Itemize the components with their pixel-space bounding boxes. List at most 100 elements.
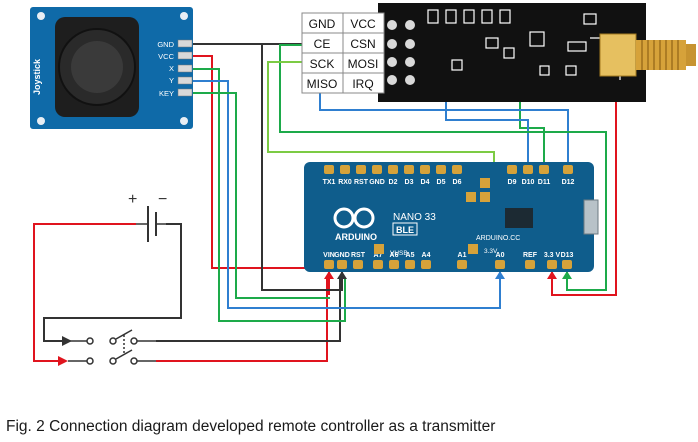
top-pin-label: RX0 xyxy=(338,179,352,186)
wire-battery-red xyxy=(33,223,136,362)
joystick-pin-labels: GND VCC X Y KEY xyxy=(157,40,174,98)
arrow-switch-black xyxy=(62,336,72,346)
nrf24l01-module xyxy=(378,3,696,102)
bottom-pin-pad xyxy=(353,260,363,269)
joystick-pin-key: KEY xyxy=(159,89,174,98)
wire-switch-red xyxy=(156,279,328,362)
bottom-pin-label: REF xyxy=(523,252,538,259)
top-pin-label: D5 xyxy=(437,179,446,186)
wire-ce-green xyxy=(279,44,607,291)
led-pad xyxy=(480,178,490,188)
nrf-table-cell: VCC xyxy=(350,17,376,31)
arduino-variant-box xyxy=(392,222,418,236)
top-pin-label: D11 xyxy=(538,179,551,186)
top-pin-pad xyxy=(523,165,533,174)
wire-battery-black xyxy=(43,223,182,342)
bottom-pin-pad xyxy=(373,260,383,269)
arduino-logo-icon xyxy=(333,207,375,229)
top-pin-pad xyxy=(539,165,549,174)
top-pin-label: RST xyxy=(354,179,369,186)
top-pin-pad xyxy=(507,165,517,174)
arrow-a0 xyxy=(495,271,505,279)
battery-symbol: + − xyxy=(128,191,167,242)
joystick-pin-vcc: VCC xyxy=(158,52,174,61)
joystick-mount-hole xyxy=(180,117,188,125)
top-pin-pad xyxy=(388,165,398,174)
top-pin-label: D12 xyxy=(562,179,575,186)
arduino-3v3: 3.3V xyxy=(484,248,498,255)
top-pin-pad xyxy=(404,165,414,174)
nrf-table-cell: CSN xyxy=(350,37,375,51)
arduino-variant: BLE xyxy=(396,225,414,235)
nrf-table-cell: GND xyxy=(309,17,336,31)
nrf-table-cell: IRQ xyxy=(352,77,373,91)
joystick-pin-gnd: GND xyxy=(157,40,174,49)
bottom-pin-pads xyxy=(324,260,572,269)
arrow-vin xyxy=(324,271,334,279)
bottom-pin-pad xyxy=(525,260,535,269)
wire-key-green xyxy=(190,92,330,299)
figure-caption: Fig. 2 Connection diagram developed remo… xyxy=(6,418,496,435)
bottom-pin-label: A5 xyxy=(406,252,415,259)
bottom-pin-pad xyxy=(495,260,505,269)
bottom-pin-label: 3.3 V xyxy=(544,252,561,259)
top-pin-label: GND xyxy=(369,179,385,186)
usb-connector xyxy=(583,199,599,235)
bottom-pin-label: A7 xyxy=(374,252,383,259)
top-pin-pad xyxy=(356,165,366,174)
joystick-knob-top xyxy=(71,41,123,93)
arrow-gnd xyxy=(337,271,347,279)
top-pin-pad xyxy=(340,165,350,174)
nrf-pin-table: GND VCC CE CSN SCK MOSI MISO IRQ xyxy=(301,12,385,94)
joystick-module: Joystick GND VCC X Y KEY xyxy=(30,7,193,129)
antenna-icon xyxy=(636,40,696,70)
bottom-pin-label: D13 xyxy=(561,252,574,259)
joystick-label: Joystick xyxy=(32,58,42,95)
nrf-pin-header xyxy=(387,20,415,85)
wire-sck-lightgreen xyxy=(267,61,495,162)
arrow-3v3 xyxy=(547,271,557,279)
bottom-pin-pad xyxy=(324,260,334,269)
joystick-pin-y: Y xyxy=(169,76,174,85)
nrf-table-cell: SCK xyxy=(310,57,335,71)
bottom-pin-label: A1 xyxy=(458,252,467,259)
bottom-pin-label: A4 xyxy=(422,252,431,259)
arrow-switch-red xyxy=(58,356,68,366)
joystick-header xyxy=(177,39,193,97)
wire-miso-blue xyxy=(319,90,569,162)
top-pin-pad xyxy=(372,165,382,174)
arduino-model: NANO 33 xyxy=(393,212,436,223)
arrow-d13 xyxy=(562,271,572,279)
pad xyxy=(374,244,384,254)
top-pin-pad xyxy=(436,165,446,174)
joystick-mount-hole xyxy=(37,12,45,20)
bottom-pin-pad xyxy=(547,260,557,269)
nrf-antenna-base xyxy=(599,33,637,77)
bottom-pin-pad xyxy=(562,260,572,269)
top-pin-label: D6 xyxy=(453,179,462,186)
arduino-brand: ARDUINO xyxy=(335,232,377,242)
battery-plus: + xyxy=(128,191,137,208)
joystick-mount-hole xyxy=(180,12,188,20)
nrf-table-cell: CE xyxy=(314,37,331,51)
dpst-switch xyxy=(68,329,156,365)
top-pin-label: D4 xyxy=(421,179,430,186)
chip xyxy=(505,208,533,228)
top-pin-pad xyxy=(563,165,573,174)
bottom-pin-label: RST xyxy=(351,252,366,259)
nrf-table-cell: MOSI xyxy=(348,57,379,71)
wire-switch-black xyxy=(156,279,341,342)
battery-minus: − xyxy=(158,191,167,208)
bottom-pin-label: A6 xyxy=(390,252,399,259)
bottom-pin-label: GND xyxy=(334,252,350,259)
joystick-mount-hole xyxy=(37,117,45,125)
arduino-site: ARDUINO.CC xyxy=(476,235,520,242)
top-pin-label: D3 xyxy=(405,179,414,186)
top-pin-pads xyxy=(324,165,573,174)
bottom-pin-label: A0 xyxy=(496,252,505,259)
top-pin-label: D2 xyxy=(389,179,398,186)
